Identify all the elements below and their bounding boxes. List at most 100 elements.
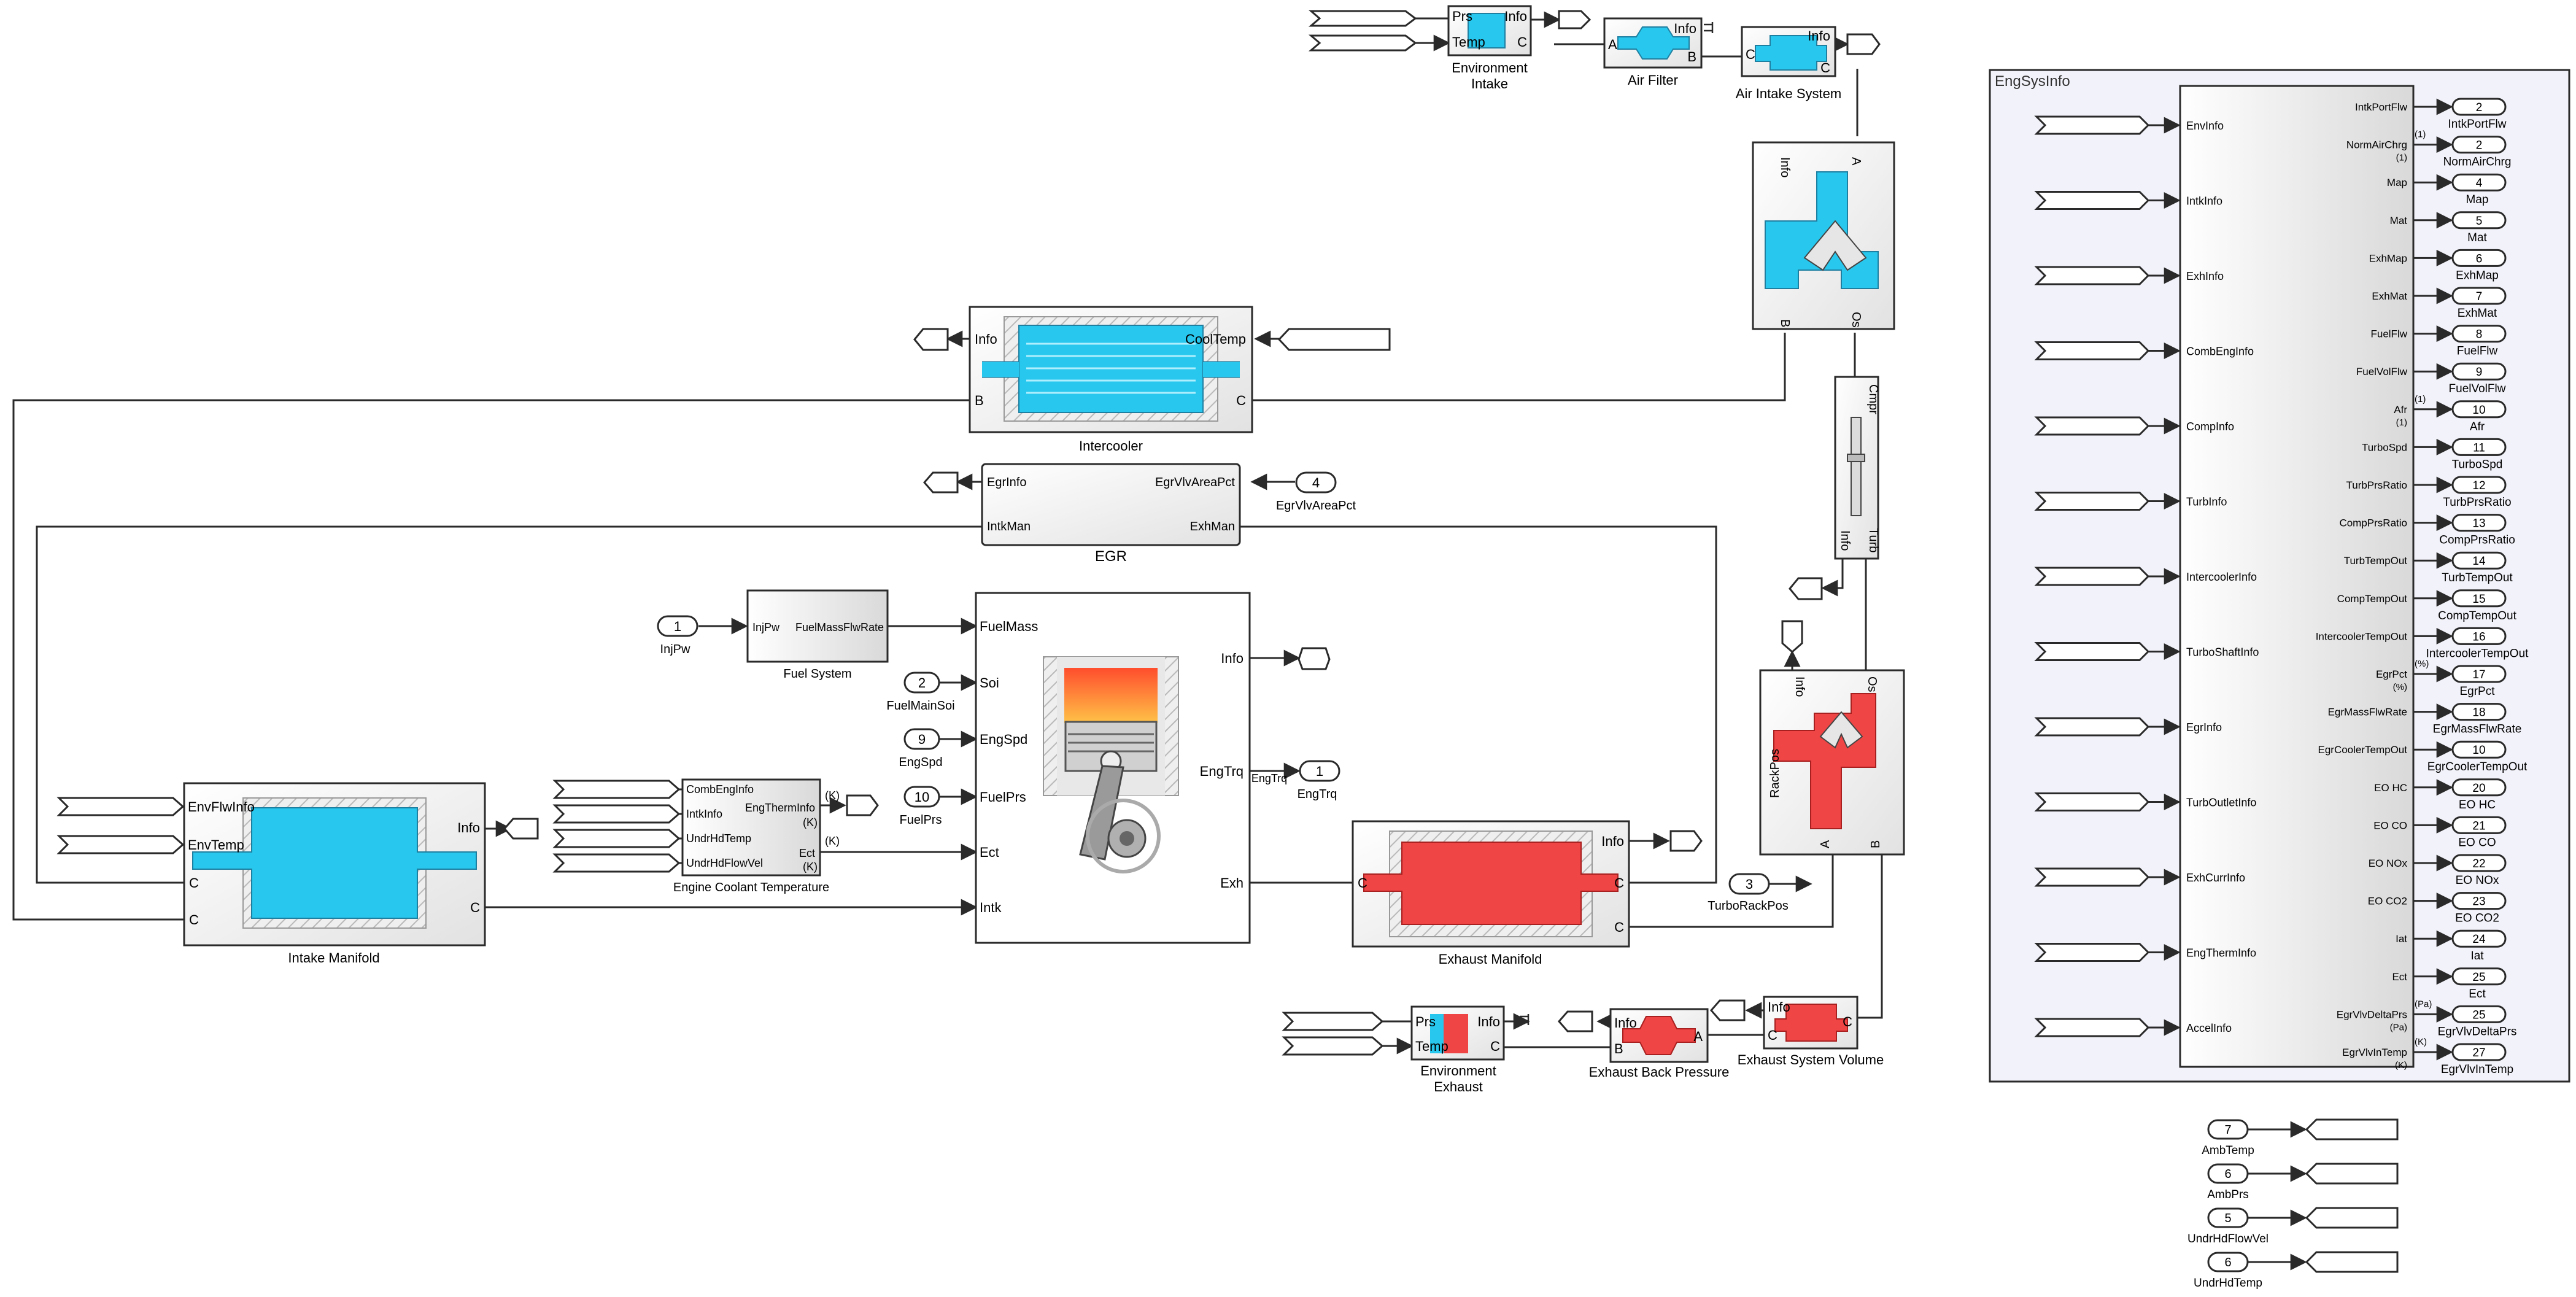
eng-sys-info-output-port: TurbPrsRatio	[2346, 479, 2407, 491]
fuel-system-block[interactable]: InjPw FuelMassFlwRate Fuel System 1 InjP…	[657, 589, 889, 681]
engine-core-block[interactable]: FuelMass Soi EngSpd FuelPrs Ect Intk Inf…	[886, 592, 1340, 944]
egr-block[interactable]: EgrInfo EgrVlvAreaPct IntkMan ExhMan EGR…	[923, 463, 1356, 565]
env-exhaust-temp-from[interactable]	[1282, 1036, 1384, 1056]
environment-intake-block[interactable]: Prs Temp Info C Environment Intake	[1308, 5, 1592, 91]
air-intake-info-goto[interactable]	[1846, 33, 1881, 55]
eng-sys-info-outport[interactable]	[2451, 967, 2507, 986]
intake-manifold-from-1[interactable]	[56, 797, 185, 816]
eng-sys-info-outport[interactable]	[2451, 589, 2507, 608]
compressor-block[interactable]: Info A B Os	[1752, 141, 1895, 330]
eng-sys-info-outport[interactable]	[2451, 476, 2507, 494]
eng-sys-info-from-tag[interactable]	[2034, 867, 2150, 887]
eng-sys-info-from-tag[interactable]	[2034, 717, 2150, 737]
wire-egr-intakemanifold[interactable]	[36, 525, 982, 884]
eng-sys-info-from-tag[interactable]	[2034, 792, 2150, 811]
eng-sys-info-from-tag[interactable]	[2034, 642, 2150, 661]
intercooler-block[interactable]: Info CoolTemp B C Intercooler	[913, 306, 1391, 454]
turbo-shaft-block[interactable]: Cmpr Info Turb	[1789, 376, 1880, 600]
eng-sys-info-outport[interactable]	[2451, 249, 2507, 267]
intake-manifold-info-goto[interactable]	[503, 818, 539, 840]
eng-sys-info-outport[interactable]	[2451, 514, 2507, 532]
exhaust-manifold-block[interactable]: C Info C C Exhaust Manifold	[1352, 820, 1703, 967]
env-exhaust-prs-from[interactable]	[1282, 1012, 1384, 1031]
eng-sys-info-subsystem[interactable]: EngSysInfo EnvInfoIntkInfoExhInfoCombEng…	[1989, 69, 2570, 1083]
eng-sys-info-outport[interactable]	[2451, 740, 2507, 759]
eng-sys-info-outport[interactable]	[2451, 703, 2507, 721]
wire-compressor-intercooler[interactable]	[1252, 333, 1786, 401]
coolant-from-4[interactable]	[552, 853, 681, 873]
eng-sys-info-outport[interactable]	[2451, 400, 2507, 419]
eng-sys-info-outport[interactable]	[2451, 98, 2507, 116]
eng-sys-info-outport[interactable]	[2451, 325, 2507, 343]
engine-info-goto[interactable]	[1298, 647, 1331, 670]
eng-sys-info-outport[interactable]	[2451, 362, 2507, 381]
eng-sys-info-outport[interactable]	[2451, 1043, 2507, 1061]
eng-sys-info-outport[interactable]	[2451, 136, 2507, 154]
goto-tag[interactable]	[2305, 1118, 2399, 1140]
coolant-from-2[interactable]	[552, 804, 681, 824]
wire-shaft-info[interactable]	[1821, 559, 1844, 597]
exhaust-back-pressure-block[interactable]: Info B A Exhaust Back Pressure	[1558, 1008, 1729, 1080]
egr-area-inport[interactable]	[1295, 471, 1337, 494]
eng-sys-info-outport[interactable]	[2451, 438, 2507, 456]
eng-sys-info-outport[interactable]	[2451, 287, 2507, 305]
goto-tag[interactable]	[2305, 1207, 2399, 1229]
intake-manifold-from-2[interactable]	[56, 835, 185, 854]
eng-sys-info-outport[interactable]	[2451, 816, 2507, 834]
env-intake-info-goto[interactable]	[1558, 10, 1592, 29]
eng-sys-info-outport[interactable]	[2451, 778, 2507, 797]
intake-manifold-block[interactable]: EnvFlwInfo EnvTemp C C Info C Intake Man…	[56, 782, 539, 966]
coolant-from-3[interactable]	[552, 829, 681, 848]
wire-exhaustmanifold-turbine[interactable]	[1629, 854, 1834, 928]
env-intake-temp-goto[interactable]	[1308, 34, 1417, 52]
soi-inport[interactable]	[903, 672, 940, 694]
eng-sys-info-output-port: EgrVlvDeltaPrs	[2337, 1009, 2407, 1020]
turbo-rack-pos-inport[interactable]: 3 TurboRackPos	[1708, 873, 1789, 913]
eng-sys-info-outport[interactable]	[2451, 854, 2507, 872]
coolant-from-1[interactable]	[552, 780, 681, 799]
back-pressure-info-goto[interactable]	[1558, 1010, 1593, 1032]
eng-sys-info-outport[interactable]	[2451, 929, 2507, 948]
intercooler-info-goto[interactable]	[913, 328, 949, 351]
fuelprs-inport[interactable]	[903, 786, 940, 808]
exhaust-volume-info-goto[interactable]	[1710, 999, 1746, 1021]
air-intake-system-block[interactable]: C C Info Air Intake System	[1736, 26, 1881, 101]
engtrq-outport[interactable]	[1299, 760, 1340, 782]
eng-sys-info-from-tag[interactable]	[2034, 266, 2150, 285]
eng-sys-info-from-tag[interactable]	[2034, 943, 2150, 962]
goto-tag[interactable]	[2305, 1163, 2399, 1185]
injpw-inport[interactable]	[657, 615, 698, 637]
exhaust-system-volume-block[interactable]: Info C C Exhaust System Volume	[1710, 996, 1884, 1067]
turbine-block[interactable]: Info Os RackPos A B	[1759, 620, 1905, 856]
eng-sys-info-outport[interactable]	[2451, 627, 2507, 645]
eng-sys-info-outport[interactable]	[2451, 551, 2507, 570]
eng-sys-info-from-tag[interactable]	[2034, 416, 2150, 436]
wire-egr-exhaustmanifold[interactable]	[1215, 525, 1717, 884]
eng-sys-info-outport[interactable]	[2451, 211, 2507, 230]
wire-intercooler-intakemanifold[interactable]	[12, 399, 970, 921]
eng-sys-info-from-tag[interactable]	[2034, 492, 2150, 511]
turbine-info-goto[interactable]	[1781, 620, 1803, 653]
environment-exhaust-block[interactable]: Prs Temp Info C Environment Exhaust	[1282, 1005, 1530, 1094]
eng-sys-info-from-tag[interactable]	[2034, 115, 2150, 135]
goto-tag[interactable]	[2305, 1251, 2399, 1273]
engtherm-goto[interactable]	[846, 794, 879, 816]
env-intake-prs-goto[interactable]	[1308, 10, 1417, 27]
eng-sys-info-outport[interactable]	[2451, 892, 2507, 910]
eng-sys-info-outport[interactable]	[2451, 173, 2507, 192]
engspd-inport[interactable]	[903, 728, 940, 750]
exhaust-manifold-info-goto[interactable]	[1669, 830, 1703, 852]
wire-turbine-exhsysvol[interactable]	[1857, 854, 1883, 1019]
egr-info-goto[interactable]	[923, 471, 959, 494]
eng-sys-info-from-tag[interactable]	[2034, 191, 2150, 210]
eng-sys-info-bus-block[interactable]	[2179, 85, 2415, 1068]
engine-coolant-temperature-block[interactable]: CombEngInfo IntkInfo UndrHdTemp UndrHdFl…	[552, 778, 879, 894]
eng-sys-info-outport[interactable]	[2451, 665, 2507, 683]
eng-sys-info-outport[interactable]	[2451, 1005, 2507, 1023]
air-filter-block[interactable]: A B Info Air Filter	[1603, 17, 1714, 88]
shaft-info-goto[interactable]	[1789, 577, 1823, 600]
eng-sys-info-from-tag[interactable]	[2034, 567, 2150, 586]
eng-sys-info-from-tag[interactable]	[2034, 1018, 2150, 1037]
cooltemp-from[interactable]	[1277, 328, 1391, 351]
eng-sys-info-from-tag[interactable]	[2034, 341, 2150, 360]
